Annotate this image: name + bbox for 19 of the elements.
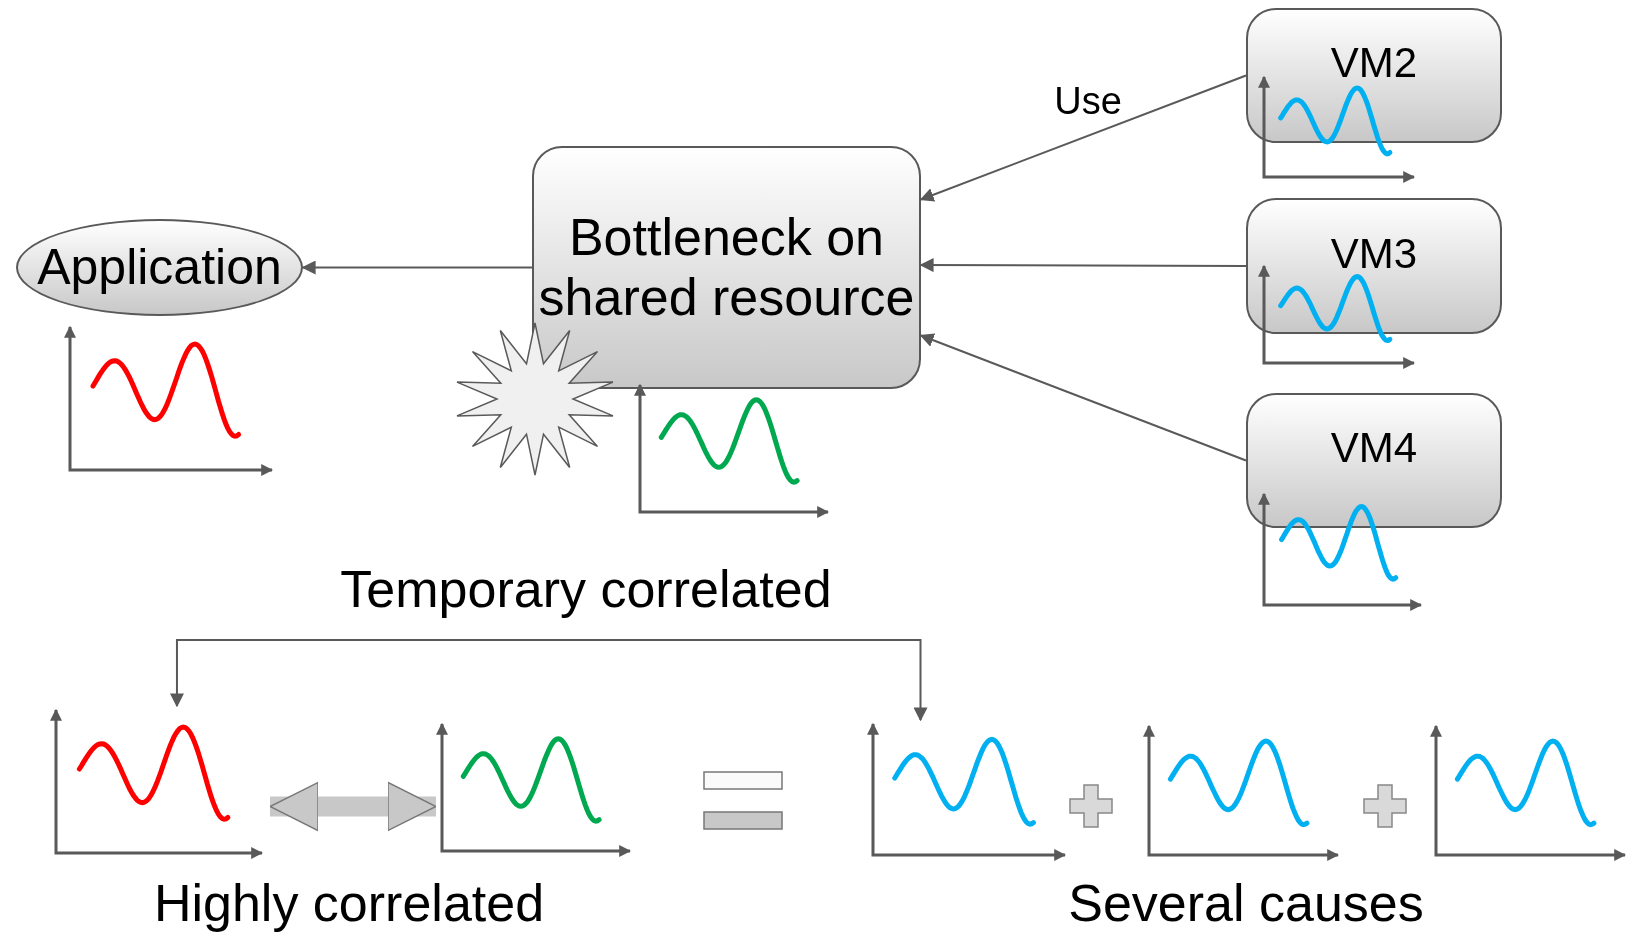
arrow <box>919 258 1247 273</box>
node-label: VM2 <box>1330 39 1418 88</box>
node-label: VM3 <box>1330 229 1418 279</box>
process-box <box>1246 393 1502 528</box>
process-box <box>1246 198 1502 334</box>
node-label: VM4 <box>1330 424 1418 473</box>
node-label: Bottleneck on shared resource <box>537 207 916 328</box>
node-label: Application <box>37 238 282 297</box>
arrow <box>919 74 1247 202</box>
caption-text: Several causes <box>1068 873 1424 933</box>
edge-label: Use <box>1054 79 1122 123</box>
caption-text: Highly correlated <box>153 873 545 933</box>
process-box <box>532 146 921 389</box>
process-box <box>1246 8 1502 143</box>
edge-label: Temporary correlated <box>340 559 832 619</box>
double-arrow <box>269 781 437 832</box>
arrow <box>919 333 1247 462</box>
arrow <box>301 260 533 275</box>
arrow <box>169 639 928 722</box>
